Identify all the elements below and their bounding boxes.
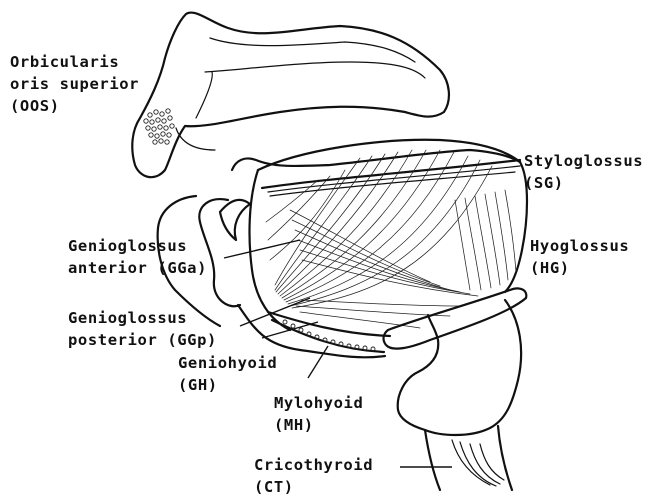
label-gh-line2: (GH) xyxy=(178,376,218,394)
label-ggp-line1: Genioglossus xyxy=(68,309,187,327)
label-gga-line2: anterior (GGa) xyxy=(68,259,207,277)
label-ggp-line2: posterior (GGp) xyxy=(68,331,217,349)
diagram-labels: Orbicularis oris superior (OOS) Styloglo… xyxy=(10,53,643,496)
label-oos-line3: (OOS) xyxy=(10,97,60,115)
gga-leader xyxy=(224,240,300,258)
upper-lip-and-palate xyxy=(132,13,449,178)
label-gga-line1: Genioglossus xyxy=(68,237,187,255)
label-sg-line2: (SG) xyxy=(524,174,564,192)
tongue-body-outline xyxy=(250,140,527,330)
label-sg-line1: Styloglossus xyxy=(524,152,643,170)
label-hg-line2: (HG) xyxy=(530,259,570,277)
label-ct-line1: Cricothyroid xyxy=(254,456,373,474)
label-gh-line1: Geniohyoid xyxy=(178,354,277,372)
label-ct-line2: (CT) xyxy=(254,478,294,496)
hyoid-bone xyxy=(384,288,527,348)
label-mh-line1: Mylohyoid xyxy=(274,394,363,412)
label-oos-line2: oris superior xyxy=(10,75,139,93)
orbicularis-oris-cluster xyxy=(144,109,174,144)
label-mh-line2: (MH) xyxy=(274,416,314,434)
label-oos-line1: Orbicularis xyxy=(10,53,119,71)
label-hg-line1: Hyoglossus xyxy=(530,237,629,255)
